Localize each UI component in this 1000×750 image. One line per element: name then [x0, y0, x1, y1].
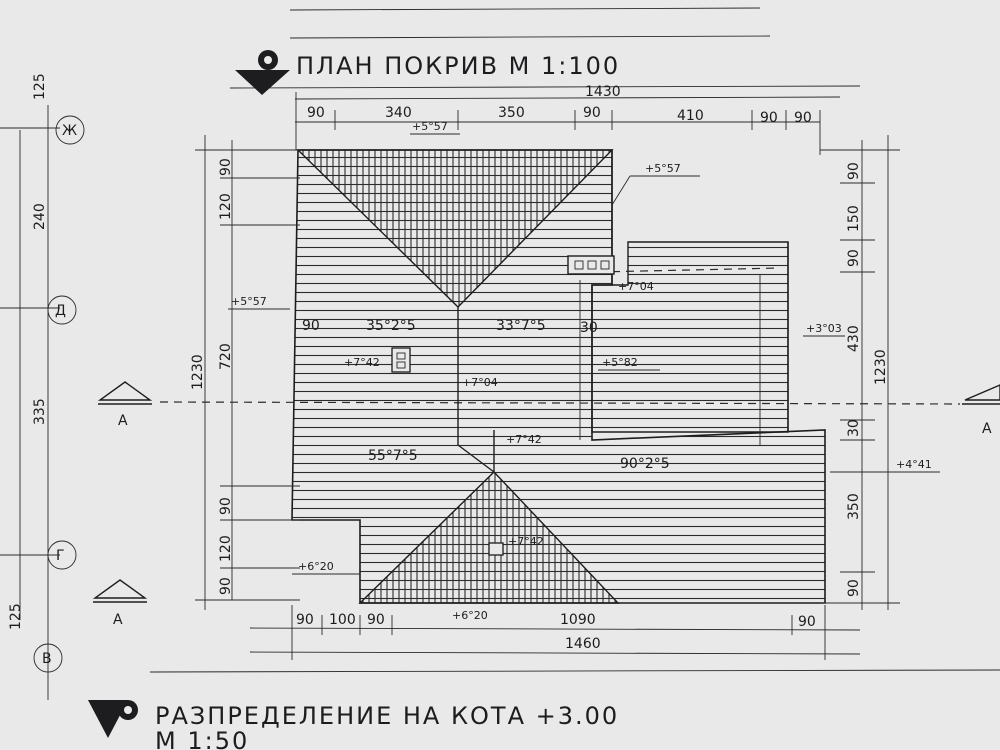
bottom-title: РАЗПРЕДЕЛЕНИЕ НА КОТА +3.00 — [155, 702, 619, 730]
section-marker-icon — [235, 50, 290, 95]
section-label-2: А — [113, 612, 123, 628]
axis-bubble-v: В — [33, 643, 63, 673]
level-620-left: +6°20 — [298, 560, 334, 573]
left-dimension-chain: 1230 720 90 120 90 120 90 — [190, 135, 300, 610]
section-label-3: А — [982, 421, 992, 437]
left-dim-90a: 90 — [218, 158, 234, 176]
level-620-bottom: +6°20 — [452, 609, 488, 622]
top-dim-340: 340 — [385, 105, 412, 121]
level-742-vent: +7°42 — [344, 356, 380, 369]
slope-3: 55°7°5 — [368, 448, 418, 464]
title-block: ПЛАН ПОКРИВ М 1:100 — [235, 50, 620, 95]
bottom-dim-1090: 1090 — [560, 612, 596, 628]
bottom-dim-90a: 90 — [296, 612, 314, 628]
right-dim-150: 150 — [846, 205, 862, 232]
left-dim-90c: 90 — [218, 577, 234, 595]
axis-bubble-zh: Ж — [55, 115, 85, 145]
right-dim-350: 350 — [846, 493, 862, 520]
level-557-right: +5°57 — [645, 162, 681, 175]
right-dim-90a: 90 — [846, 162, 862, 180]
top-dim-90a: 90 — [307, 105, 325, 121]
plan-title: ПЛАН ПОКРИВ М 1:100 — [296, 52, 620, 80]
top-dim-total: 1430 — [585, 84, 621, 100]
axis-dim-335: 335 — [32, 398, 48, 425]
bottom-title-block: РАЗПРЕДЕЛЕНИЕ НА КОТА +3.00 М 1:50 — [88, 669, 1000, 750]
slope-annotations: 35°2°5 33°7°5 55°7°5 90°2°5 90 30 — [302, 318, 670, 472]
axis-dim-125-bottom: 125 — [8, 603, 24, 630]
section-marker-icon-bottom — [88, 700, 138, 738]
slope-6: 30 — [580, 320, 598, 336]
section-mark-left-lower: А — [92, 579, 148, 628]
level-742-gable: +7°42 — [508, 535, 544, 548]
section-mark-right: А — [962, 384, 1000, 437]
right-dim-30: 30 — [846, 419, 862, 437]
bottom-dimension-chain: 90 100 90 1090 90 1460 — [249, 605, 861, 660]
level-441: +4°41 — [896, 458, 932, 471]
level-557-top: +5°57 — [412, 120, 448, 133]
axis-label-zh: Ж — [62, 123, 77, 139]
level-704-ridge: +7°04 — [462, 376, 498, 389]
top-dim-350: 350 — [498, 105, 525, 121]
left-dim-1230: 1230 — [190, 354, 206, 390]
left-dim-720: 720 — [218, 343, 234, 370]
slope-2: 33°7°5 — [496, 318, 546, 334]
chimney-icon — [567, 255, 615, 275]
right-dim-90b: 90 — [846, 249, 862, 267]
bottom-dim-100: 100 — [329, 612, 356, 628]
bottom-scale: М 1:50 — [155, 727, 249, 750]
roof-outline — [291, 149, 826, 604]
axis-grid: Ж Д Г В 240 125 335 125 — [0, 73, 85, 700]
top-dim-90b: 90 — [583, 105, 601, 121]
vent-icon-left — [391, 347, 411, 373]
top-dimension-chain: 1430 90 340 350 90 410 90 90 — [294, 84, 841, 155]
bottom-dim-90c: 90 — [798, 614, 816, 630]
left-dim-120b: 120 — [218, 535, 234, 562]
axis-dim-125-top: 125 — [32, 73, 48, 100]
top-dim-90c: 90 — [760, 110, 778, 126]
section-label: А — [118, 413, 128, 429]
level-annotations: +5°57 +5°57 +5°57 +7°04 +7°04 +7°42 +7°4… — [228, 120, 940, 622]
level-704-chimney: +7°04 — [618, 280, 654, 293]
right-dim-1230: 1230 — [873, 349, 889, 385]
axis-label-g: Г — [56, 548, 65, 564]
left-dim-90b: 90 — [218, 497, 234, 515]
axis-dim-240: 240 — [32, 203, 48, 230]
level-742-center: +7°42 — [506, 433, 542, 446]
slope-4: 90°2°5 — [620, 456, 670, 472]
level-303: +3°03 — [806, 322, 842, 335]
right-dim-430: 430 — [846, 325, 862, 352]
slope-5: 90 — [302, 318, 320, 334]
slope-1: 35°2°5 — [366, 318, 416, 334]
axis-bubble-d: Д — [47, 295, 77, 325]
sheet-header-lines — [229, 7, 861, 89]
top-dim-90d: 90 — [794, 110, 812, 126]
vent-icon-bottom — [488, 542, 504, 556]
left-dim-120a: 120 — [218, 193, 234, 220]
bottom-dim-90b: 90 — [367, 612, 385, 628]
right-dimension-chain: 90 150 90 430 30 350 90 1230 — [820, 135, 900, 610]
axis-label-d: Д — [55, 303, 66, 319]
right-dim-90c: 90 — [846, 579, 862, 597]
section-mark-left-upper: А — [97, 381, 153, 429]
top-dim-410: 410 — [677, 108, 704, 124]
level-582: +5°82 — [602, 356, 638, 369]
axis-label-v: В — [42, 651, 52, 667]
bottom-dim-total: 1460 — [565, 636, 601, 652]
level-557-left: +5°57 — [231, 295, 267, 308]
